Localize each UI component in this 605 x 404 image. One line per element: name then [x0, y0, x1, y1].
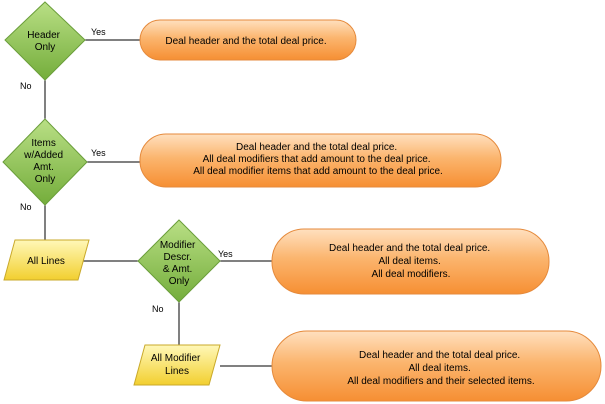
- io-shape: [133, 344, 221, 386]
- label-no-header: No: [20, 81, 32, 91]
- decision-items-added: Items w/Added Amt. Only: [2, 118, 88, 206]
- result-modifier-descr: Deal header and the total deal price. Al…: [271, 228, 550, 295]
- decision-modifier-descr: Modifier Descr. & Amt. Only: [137, 219, 221, 303]
- label-yes-items: Yes: [91, 148, 106, 158]
- io-all-lines-text: All Lines: [27, 256, 65, 267]
- label-yes-header: Yes: [91, 27, 106, 37]
- result-all-modifier-lines-text: Deal header and the total deal price. Al…: [347, 350, 534, 387]
- decision-shape: [137, 219, 221, 303]
- result-modifier-descr-text: Deal header and the total deal price. Al…: [329, 243, 493, 280]
- decision-items-added-text: Items w/Added Amt. Only: [23, 138, 66, 185]
- decision-header-only-text: Header Only: [27, 30, 63, 53]
- connectors: [44, 39, 272, 367]
- decision-shape: [4, 1, 86, 81]
- decision-header-only: Header Only: [4, 1, 86, 81]
- io-all-modifier-lines-text: All Modifier Lines: [151, 353, 203, 377]
- result-shape: [139, 19, 357, 61]
- result-header-only-text: Deal header and the total deal price.: [165, 36, 326, 47]
- result-shape: [271, 330, 602, 402]
- result-items-added-text: Deal header and the total deal price. Al…: [193, 142, 443, 177]
- edge-labels: Yes No Yes No Yes No: [20, 27, 233, 314]
- result-items-added: Deal header and the total deal price. Al…: [139, 133, 502, 188]
- result-all-modifier-lines: Deal header and the total deal price. Al…: [271, 330, 602, 402]
- result-shape: [139, 133, 502, 188]
- label-yes-modifier: Yes: [218, 249, 233, 259]
- result-header-only: Deal header and the total deal price.: [139, 19, 357, 61]
- io-all-lines: All Lines: [3, 239, 90, 281]
- label-no-modifier: No: [152, 304, 164, 314]
- result-shape: [271, 228, 550, 295]
- decision-modifier-descr-text: Modifier Descr. & Amt. Only: [160, 240, 198, 287]
- io-shape: [3, 239, 90, 281]
- label-no-items: No: [20, 202, 32, 212]
- io-all-modifier-lines: All Modifier Lines: [133, 344, 221, 386]
- decision-shape: [2, 118, 88, 206]
